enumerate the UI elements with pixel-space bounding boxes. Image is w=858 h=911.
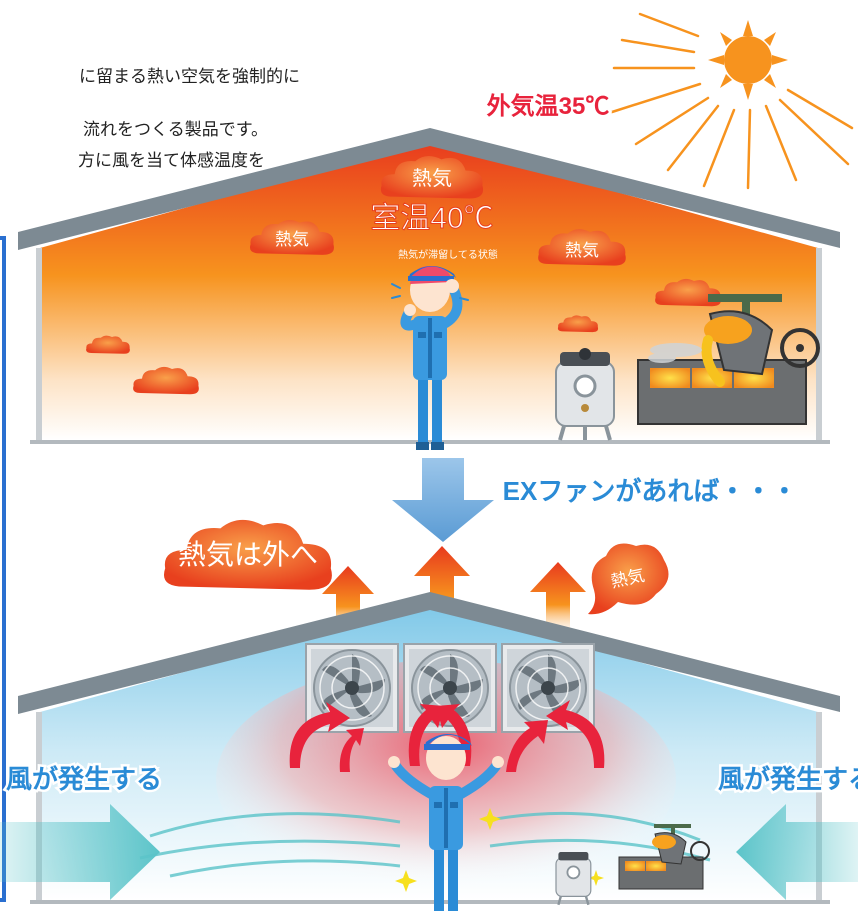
ladle-icon [618,824,710,890]
heat-arrow-icon [322,566,374,640]
wind-arrow-left [0,804,160,900]
worker-icon [388,734,504,911]
hot-cloud-right: 熱気 [538,229,626,266]
room-temp-label: 室温40℃ [370,202,493,235]
wind-label-right: 風が発生する [718,764,858,794]
outside-temp-label: 外気温35℃ [487,92,610,120]
sun-icon [610,12,854,190]
svg-text:熱気: 熱気 [565,241,599,260]
svg-text:熱気は外へ: 熱気は外へ [178,539,318,570]
heat-out-cloud: 熱気は外へ [163,519,332,590]
heat-arrow-icon [414,546,470,640]
heat-arrow-icon [530,562,586,640]
intro-text: に留まる熱い空気を強制的に 流れをつくる製品です。 方に風を当て体感温度を [78,67,300,170]
heat-speech-bubble: 熱気 [588,543,669,615]
tank-icon [555,852,592,906]
ex-fan-caption: EXファンがあれば・・・ [503,476,798,506]
ladle-icon [637,294,820,425]
tank-icon [555,348,615,441]
intro-line-2: 流れをつくる製品です。 [83,120,268,139]
intro-line-1: に留まる熱い空気を強制的に [79,67,300,86]
wind-lines [139,811,711,878]
hot-cloud-left: 熱気 [249,219,334,255]
intro-line-3: 方に風を当て体感温度を [78,151,265,170]
arrow-down-icon [392,458,494,542]
svg-text:熱気: 熱気 [412,167,452,190]
room-temp-note: 熱気が滞留してる状態 [398,248,498,261]
frame-line [0,236,6,902]
hot-cloud-center: 熱気 [380,156,484,199]
sparkle-icon [395,808,604,892]
wind-label-left: 風が発生する [6,764,162,794]
wind-arrow-right [736,804,858,900]
svg-text:熱気: 熱気 [275,230,309,249]
worker-icon [391,266,469,450]
